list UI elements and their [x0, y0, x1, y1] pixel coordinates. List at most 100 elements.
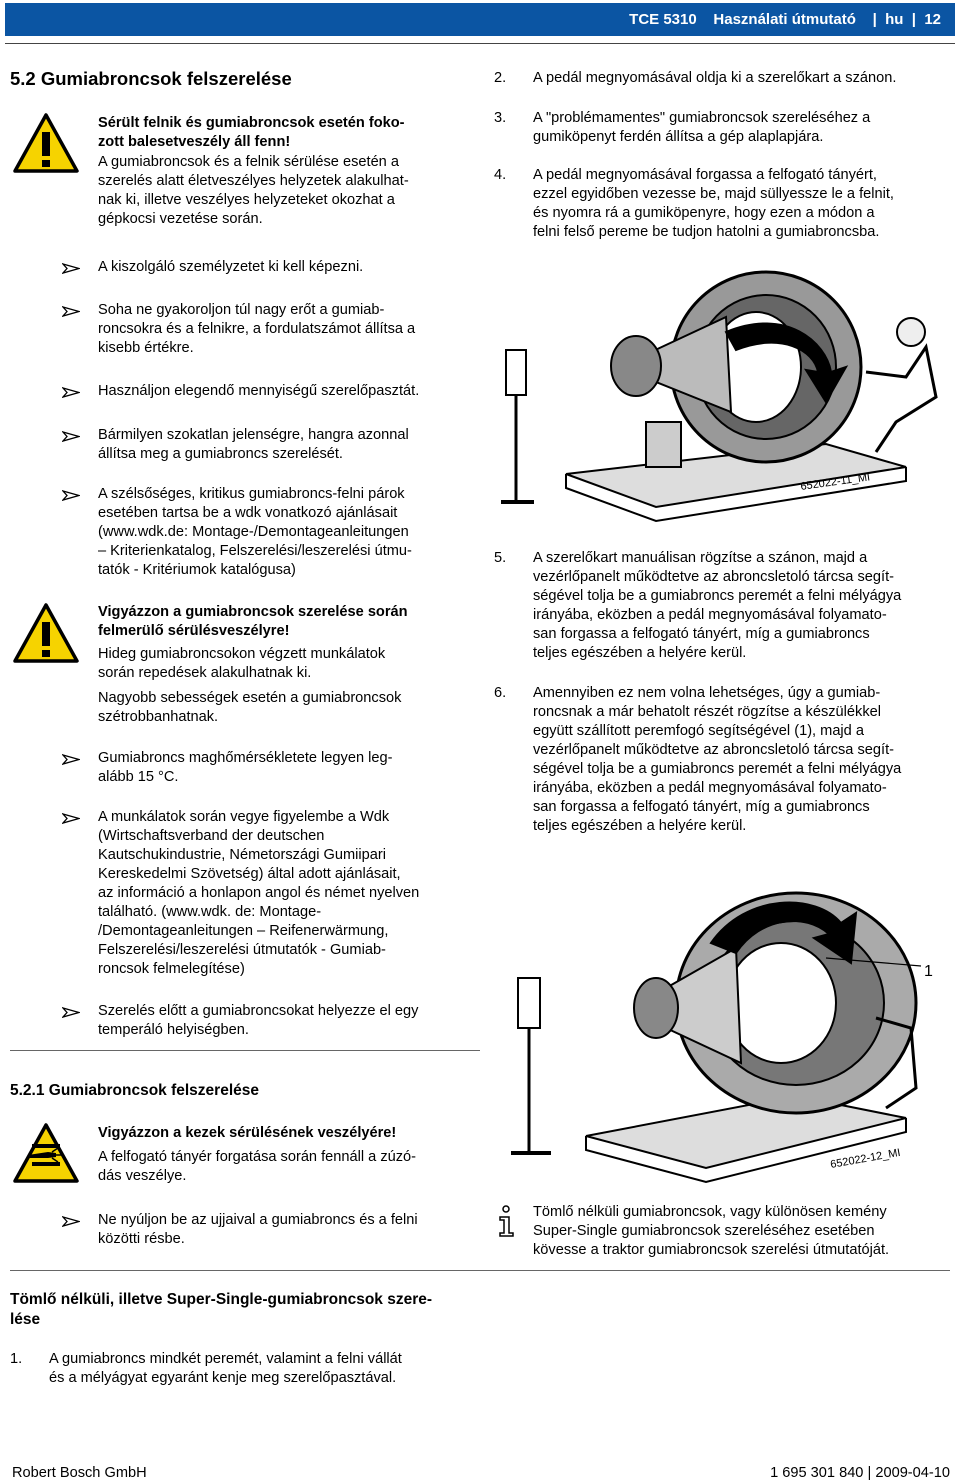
footer-separator: | — [867, 1465, 876, 1481]
bullet-arrow-icon — [62, 258, 98, 277]
hand-crush-warning-icon — [12, 1122, 80, 1190]
step-text: san forgassa a felfogató tányért, míg a … — [533, 626, 870, 642]
footer-docinfo: 1 695 301 840 | 2009-04-10 — [770, 1464, 950, 1483]
warning1-body-line: A gumiabroncsok és a felnik sérülése ese… — [98, 154, 399, 170]
warning3-body: A felfogató tányér forgatása során fenná… — [98, 1148, 478, 1186]
bullet-arrow-icon — [62, 1211, 98, 1249]
step-text: A gumiabroncs mindkét peremét, valamint … — [49, 1351, 402, 1367]
warning1-body: A gumiabroncsok és a felnik sérülése ese… — [98, 153, 478, 229]
section-title: 5.2 Gumiabroncsok felszerelése — [10, 68, 292, 89]
bullet-item: A munkálatok során vegye figyelembe a Wd… — [62, 808, 419, 979]
bullet-text: Használjon elegendő mennyiségű szerelőpa… — [98, 383, 420, 399]
bullet-arrow-icon — [62, 301, 98, 358]
figure2-callout-1: 1 — [924, 963, 933, 980]
bullet-text: A munkálatok során vegye figyelembe a Wd… — [98, 809, 390, 825]
step-text: vezérlőpanelt működtetve az abroncsletol… — [533, 569, 894, 585]
subsection-title: 5.2.1 Gumiabroncsok felszerelése — [10, 1082, 259, 1099]
step-text: A "problémamentes" gumiabroncsok szerelé… — [533, 110, 871, 126]
bullet-arrow-icon — [62, 808, 98, 979]
step-number: 5. — [494, 550, 507, 566]
note-text: Super-Single gumiabroncsok szereléséhez … — [533, 1223, 875, 1239]
tubeless-title-line: Tömlő nélküli, illetve Super-Single-gumi… — [10, 1291, 433, 1308]
step-text: san forgassa a felfogató tányért, míg a … — [533, 799, 870, 815]
step-text: ségével tolja be a gumiabroncs peremét a… — [533, 588, 902, 604]
figure2-label: 652022-12_MI — [829, 1147, 901, 1171]
warning2-body-line: során repedések alakulhatnak ki. — [98, 665, 312, 681]
step-item: 6. Amennyiben ez nem volna lehetséges, ú… — [494, 684, 901, 836]
bullet-text: állítsa meg a gumiabroncs szerelését. — [98, 446, 343, 462]
step-text: Amennyiben ez nem volna lehetséges, úgy … — [533, 685, 881, 701]
bullet-item: A kiszolgáló személyzetet ki kell képezn… — [62, 258, 363, 277]
bullet-text: az információ a honlapon angol és német … — [98, 885, 420, 901]
header-space: | — [855, 11, 886, 28]
warning2-body2: Nagyobb sebességek esetén a gumiabroncso… — [98, 689, 478, 727]
warning2-title-line: felmerülő sérülésveszélyre! — [98, 623, 290, 639]
bullet-text: (www.wdk.de: Montage-/Demontageanleitung… — [98, 524, 409, 540]
figure-tyre-mounting-machine: 652022-11_MI — [496, 262, 950, 524]
warning2-title: Vigyázzon a gumiabroncsok szerelése sorá… — [98, 603, 478, 641]
bullet-arrow-icon — [62, 426, 98, 464]
info-icon — [492, 1204, 520, 1238]
step-number: 4. — [494, 167, 507, 183]
bullet-text: közötti résbe. — [98, 1231, 185, 1247]
warning3-body-line: A felfogató tányér forgatása során fenná… — [98, 1149, 417, 1165]
step-number: 1. — [10, 1351, 23, 1367]
header-product: TCE 5310 — [629, 11, 697, 28]
step-text: gumiköpenyt ferdén állítsa a gép alaplap… — [533, 129, 824, 145]
tubeless-title: Tömlő nélküli, illetve Super-Single-gumi… — [10, 1290, 480, 1330]
bullet-text: Ne nyúljon be az ujjaival a gumiabroncs … — [98, 1212, 418, 1228]
warning1-title: Sérült felnik és gumiabroncsok esetén fo… — [98, 114, 478, 152]
header-space — [697, 10, 714, 29]
bullet-text: esetében tartsa be a wdk vonatkozó ajánl… — [98, 505, 398, 521]
figure-bead-clamp-mounting: 1 652022-12_MI — [496, 868, 950, 1186]
step-text: teljes egészében a helyére kerül. — [533, 818, 747, 834]
section-divider — [10, 1270, 950, 1271]
footer-company: Robert Bosch GmbH — [12, 1465, 147, 1481]
bullet-item: A szélsőséges, kritikus gumiabroncs-feln… — [62, 485, 412, 580]
bullet-text: – Kriterienkatalog, Felszerelési/leszere… — [98, 543, 412, 559]
warning2-body-line: Hideg gumiabroncsokon végzett munkálatok — [98, 646, 386, 662]
bullet-item: Soha ne gyakoroljon túl nagy erőt a gumi… — [62, 301, 415, 358]
bullet-arrow-icon — [62, 1002, 98, 1040]
warning3-body-line: dás veszélye. — [98, 1168, 187, 1184]
bullet-text: Bármilyen szokatlan jelenségre, hangra a… — [98, 427, 409, 443]
warning1-title-line: zott balesetveszély áll fenn! — [98, 134, 291, 150]
warning2-body-line: Nagyobb sebességek esetén a gumiabroncso… — [98, 690, 402, 706]
step-item: 5. A szerelőkart manuálisan rögzítse a s… — [494, 549, 901, 663]
step-text: ezzel egyidőben vezesse be, majd süllyes… — [533, 186, 894, 202]
bullet-item: Bármilyen szokatlan jelenségre, hangra a… — [62, 426, 409, 464]
step-text: teljes egészében a helyére kerül. — [533, 645, 747, 661]
bullet-text: Szerelés előtt a gumiabroncsokat helyezz… — [98, 1003, 419, 1019]
bullet-text: kisebb értékre. — [98, 340, 194, 356]
step-text: együtt szállított peremfogó segítségével… — [533, 723, 864, 739]
warning1-body-line: gépkocsi vezetése során. — [98, 211, 263, 227]
warning-triangle-icon — [12, 602, 80, 670]
step-text: irányába, eközben a pedál megnyomásával … — [533, 607, 887, 623]
bullet-item: Gumiabroncs maghőmérsékletete legyen leg… — [62, 749, 392, 787]
bullet-text: Kautschukindustrie, Németországi Gumiipa… — [98, 847, 386, 863]
step-item: 1. A gumiabroncs mindkét peremét, valami… — [10, 1350, 402, 1388]
step-item: 4. A pedál megnyomásával forgassa a felf… — [494, 166, 894, 242]
header-lang: hu — [885, 11, 904, 28]
footer-date: 2009-04-10 — [875, 1465, 950, 1481]
step-item: 3. A "problémamentes" gumiabroncsok szer… — [494, 109, 870, 147]
warning2-body1: Hideg gumiabroncsokon végzett munkálatok… — [98, 645, 478, 683]
step-text: felni felső pereme be tudjon hatolni a g… — [533, 224, 880, 240]
step-text: vezérlőpanelt működtetve az abroncsletol… — [533, 742, 894, 758]
warning1-body-line: szerelés alatt életveszélyes helyzetek a… — [98, 173, 409, 189]
machine-illustration: 652022-11_MI — [501, 270, 938, 523]
header-rule — [5, 43, 955, 44]
bullet-text: temperáló helyiségben. — [98, 1022, 249, 1038]
bullet-text: található. (www.wdk. de: Montage- — [98, 904, 322, 920]
note-text: kövesse a traktor gumiabroncsok szerelés… — [533, 1242, 890, 1258]
note-text: Tömlő nélküli gumiabroncsok, vagy különö… — [533, 1204, 887, 1220]
bullet-item: Ne nyúljon be az ujjaival a gumiabroncs … — [62, 1211, 418, 1249]
step-text: A pedál megnyomásával forgassa a felfoga… — [533, 167, 877, 183]
step-number: 2. — [494, 70, 507, 86]
warning2-title-line: Vigyázzon a gumiabroncsok szerelése sorá… — [98, 604, 408, 620]
bullet-text: Gumiabroncs maghőmérsékletete legyen leg… — [98, 750, 393, 766]
step-text: A pedál megnyomásával oldja ki a szerelő… — [533, 70, 897, 86]
bullet-text: roncsokra és a felnikre, a fordulatszámo… — [98, 321, 416, 337]
bullet-text: Felszerelési/leszerelési útmutatók - Gum… — [98, 942, 386, 958]
page-footer: Robert Bosch GmbH 1 695 301 840 | 2009-0… — [12, 1464, 950, 1483]
